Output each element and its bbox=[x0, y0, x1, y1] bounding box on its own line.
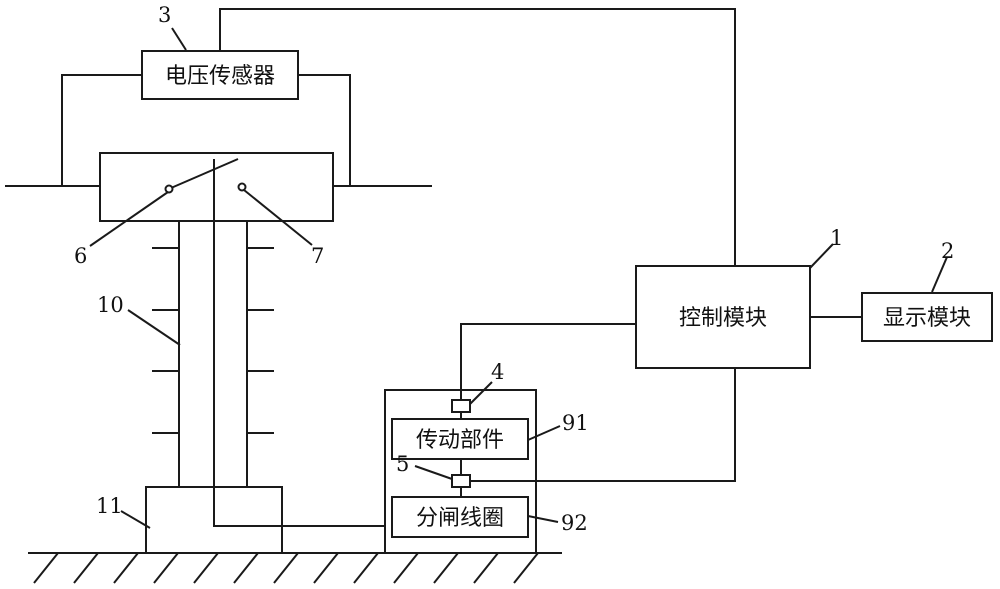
sensor-5-to-control-wire bbox=[470, 368, 736, 482]
hatch-line bbox=[193, 552, 219, 584]
hatch-line bbox=[113, 552, 139, 584]
ref-numeral-6: 6 bbox=[74, 244, 87, 268]
static-contact bbox=[237, 182, 247, 192]
sensor-to-control-wire bbox=[219, 8, 736, 266]
hatch-line bbox=[353, 552, 379, 584]
control-module-box bbox=[635, 265, 811, 369]
hatch-line bbox=[433, 552, 459, 584]
sensor-4 bbox=[451, 399, 471, 413]
ref-numeral-2: 2 bbox=[941, 239, 954, 263]
ground bbox=[28, 552, 562, 584]
ref-numeral-10: 10 bbox=[97, 293, 124, 317]
hatch-line bbox=[233, 552, 259, 584]
ref-numeral-1: 1 bbox=[830, 226, 843, 250]
breaker-head-box bbox=[99, 152, 334, 222]
hatch-line bbox=[513, 552, 539, 584]
voltage-sensor-lead-left bbox=[61, 74, 142, 186]
display-module-box bbox=[861, 292, 993, 342]
transmission-part-label: 传动部件 bbox=[416, 428, 504, 453]
sensor-5 bbox=[451, 474, 471, 488]
display-module-label: 显示模块 bbox=[883, 306, 971, 331]
ref-numeral-3: 3 bbox=[158, 3, 171, 27]
leader-lines bbox=[89, 27, 948, 529]
hatch-line bbox=[153, 552, 179, 584]
trip-coil-box bbox=[391, 496, 529, 538]
ref-numeral-91: 91 bbox=[562, 411, 589, 435]
moving-contact bbox=[164, 184, 174, 194]
ref-numeral-4: 4 bbox=[491, 360, 504, 384]
ref-numeral-5: 5 bbox=[396, 452, 409, 476]
switch-blade bbox=[170, 158, 239, 189]
hatch-line bbox=[313, 552, 339, 584]
ground-hatching bbox=[33, 552, 539, 584]
voltage-sensor-lead-right bbox=[298, 74, 351, 186]
voltage-sensor-box bbox=[141, 50, 299, 100]
sensor-4-to-control-wire bbox=[460, 323, 636, 400]
hatch-line bbox=[273, 552, 299, 584]
hatch-line bbox=[33, 552, 59, 584]
transmission-part-box bbox=[391, 418, 529, 460]
ref-numeral-92: 92 bbox=[561, 511, 588, 535]
ref-numeral-7: 7 bbox=[311, 244, 324, 268]
hatch-line bbox=[473, 552, 499, 584]
operating-rod bbox=[213, 159, 392, 527]
voltage-sensor-label: 电压传感器 bbox=[165, 64, 275, 89]
insulator-sheds bbox=[152, 247, 274, 434]
trip-coil-label: 分闸线圈 bbox=[416, 506, 504, 531]
ref-numeral-11: 11 bbox=[96, 494, 123, 518]
control-module-label: 控制模块 bbox=[679, 306, 767, 331]
hatch-line bbox=[393, 552, 419, 584]
hatch-line bbox=[73, 552, 99, 584]
